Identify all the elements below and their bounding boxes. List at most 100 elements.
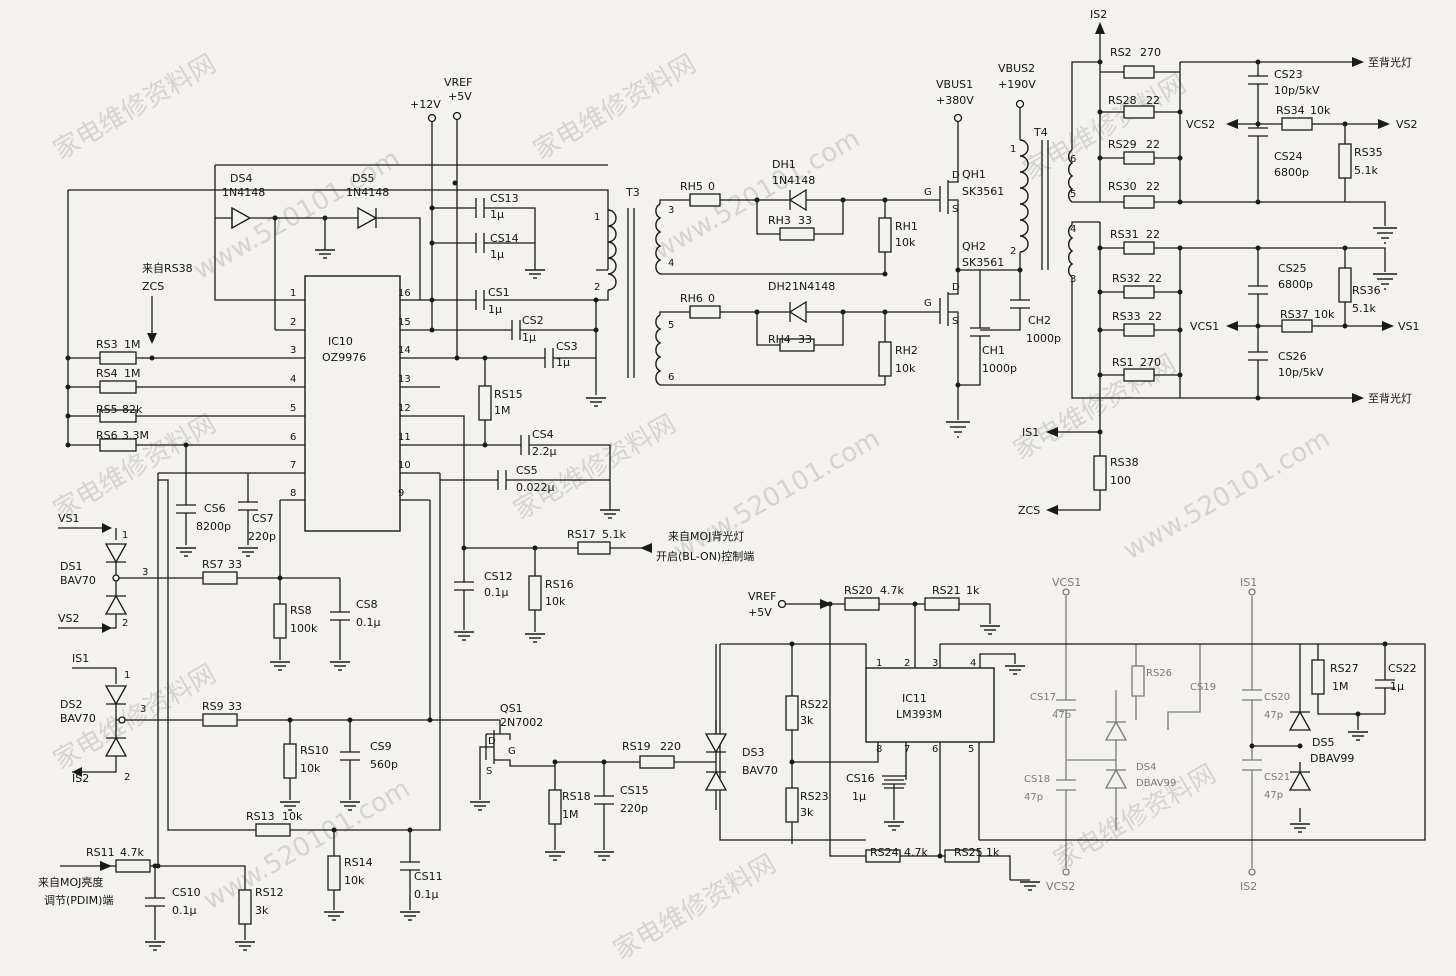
ground-icon xyxy=(235,941,255,951)
rs36-value: 5.1k xyxy=(1352,302,1376,315)
rs36-resistor xyxy=(1338,267,1352,303)
net-vs2-left: VS2 xyxy=(58,612,80,625)
rs3-resistor xyxy=(99,351,137,365)
rs34-value: 10k xyxy=(1310,104,1331,117)
rs15-ref: RS15 xyxy=(494,388,523,401)
rs5-resistor xyxy=(99,409,137,423)
svg-text:7: 7 xyxy=(904,744,910,755)
rs27-resistor xyxy=(1311,659,1325,695)
rs37-value: 10k xyxy=(1314,308,1335,321)
watermark-text: 家电维修资料网 xyxy=(609,849,782,966)
rs5-value: 82k xyxy=(122,403,143,416)
ds3-ref: DS3 xyxy=(742,746,764,759)
note-backlight-a: 至背光灯 xyxy=(1368,55,1412,69)
rs11-value: 4.7k xyxy=(120,846,144,859)
rs9-value: 33 xyxy=(228,700,242,713)
svg-text:1: 1 xyxy=(1010,144,1016,155)
cs24-ref: CS24 xyxy=(1274,150,1303,163)
ground-icon xyxy=(545,851,565,861)
rs3-value: 1M xyxy=(124,338,141,351)
svg-text:11: 11 xyxy=(398,432,411,443)
ch2-ref: CH2 xyxy=(1028,314,1051,327)
net-is2-bottom: IS2 xyxy=(1240,880,1257,893)
rs4-resistor xyxy=(99,380,137,394)
dh2-diode-icon xyxy=(788,300,807,324)
cs26-value: 10p/5kV xyxy=(1278,366,1324,379)
rs10-value: 10k xyxy=(300,762,321,775)
net-is1-left: IS1 xyxy=(72,652,89,665)
qh2-ref: QH2 xyxy=(962,240,986,253)
rs38-value: 100 xyxy=(1110,474,1131,487)
net-zcs-left: ZCS xyxy=(142,280,164,293)
rs21-value: 1k xyxy=(966,584,980,597)
t3-secondary-coil-2 xyxy=(655,314,662,386)
svg-text:7: 7 xyxy=(290,460,296,471)
ds5-part: 1N4148 xyxy=(346,186,389,199)
ic11-block: VREF +5V RS20 4.7k RS21 1k IC11 LM393M 1… xyxy=(704,576,1426,893)
rh4-resistor xyxy=(779,338,815,352)
rs22-resistor xyxy=(785,695,799,731)
ds5-detect-diode-icon xyxy=(1288,710,1312,731)
cs10-value: 0.1μ xyxy=(172,904,197,917)
ds2-ref: DS2 xyxy=(60,698,82,711)
rs17-resistor xyxy=(577,541,611,555)
qh1-ref: QH1 xyxy=(962,168,986,181)
svg-text:5: 5 xyxy=(1070,189,1076,200)
rs20-resistor xyxy=(844,597,880,611)
cs1-ref: CS1 xyxy=(488,286,510,299)
rs6-resistor xyxy=(99,438,137,452)
svg-text:D: D xyxy=(488,736,496,747)
cs7-value: 220p xyxy=(248,530,276,543)
t4-secondary-coil-1 xyxy=(1068,149,1074,203)
ground-icon xyxy=(1005,665,1025,675)
rs16-value: 10k xyxy=(545,595,566,608)
dh1-diode-icon xyxy=(788,188,807,212)
rs25-ref: RS25 xyxy=(954,846,983,859)
ds4-detect-diode-icon xyxy=(1104,768,1128,789)
cs23-ref: CS23 xyxy=(1274,68,1303,81)
ground-icon xyxy=(1348,731,1368,741)
net-vcs2-right: VCS2 xyxy=(1186,118,1215,131)
cs6-value: 8200p xyxy=(196,520,231,533)
watermark-text: www.520101.com xyxy=(649,124,866,266)
rs13-ref: RS13 xyxy=(246,810,275,823)
rs9-resistor xyxy=(202,713,238,727)
rs16-ref: RS16 xyxy=(545,578,574,591)
rs34-ref: RS34 xyxy=(1276,104,1305,117)
cs11-ref: CS11 xyxy=(414,870,443,883)
rs25-resistor xyxy=(944,849,980,863)
svg-text:3: 3 xyxy=(142,567,148,578)
rs3-ref: RS3 xyxy=(96,338,118,351)
ic10-part: OZ9976 xyxy=(322,351,366,364)
svg-text:6: 6 xyxy=(668,372,674,383)
svg-text:14: 14 xyxy=(398,345,411,356)
rs25-value: 1k xyxy=(986,846,1000,859)
rs23-ref: RS23 xyxy=(800,790,829,803)
rh1-resistor xyxy=(878,217,892,253)
net-zcs-right: ZCS xyxy=(1018,504,1040,517)
rh3-ref: RH3 xyxy=(768,214,791,227)
ds1-part: BAV70 xyxy=(60,574,96,587)
t3-secondary-coil-1 xyxy=(655,203,662,275)
svg-text:G: G xyxy=(508,746,516,757)
svg-text:47p: 47p xyxy=(1264,790,1283,801)
rs14-resistor xyxy=(327,855,341,891)
svg-text:5: 5 xyxy=(968,744,974,755)
rs31-value: 22 xyxy=(1146,228,1160,241)
svg-text:S: S xyxy=(952,204,958,215)
rs19-resistor xyxy=(639,755,675,769)
svg-text:DS4: DS4 xyxy=(1136,762,1156,773)
net-v5-2: +5V xyxy=(748,606,772,619)
rs31-ref: RS31 xyxy=(1110,228,1139,241)
cs18-value: 47p xyxy=(1024,792,1043,803)
ic11-part: LM393M xyxy=(896,708,942,721)
rs33-ref: RS33 xyxy=(1112,310,1141,323)
rh5-value: 0 xyxy=(708,180,715,193)
rs37-resistor xyxy=(1281,319,1313,333)
rs32-resistor xyxy=(1123,285,1155,299)
rs8-value: 100k xyxy=(290,622,318,635)
qh1-part: SK3561 xyxy=(962,185,1004,198)
t4-secondary-coil-2 xyxy=(1068,224,1074,278)
rs2-ref: RS2 xyxy=(1110,46,1132,59)
ground-icon xyxy=(1373,273,1397,290)
